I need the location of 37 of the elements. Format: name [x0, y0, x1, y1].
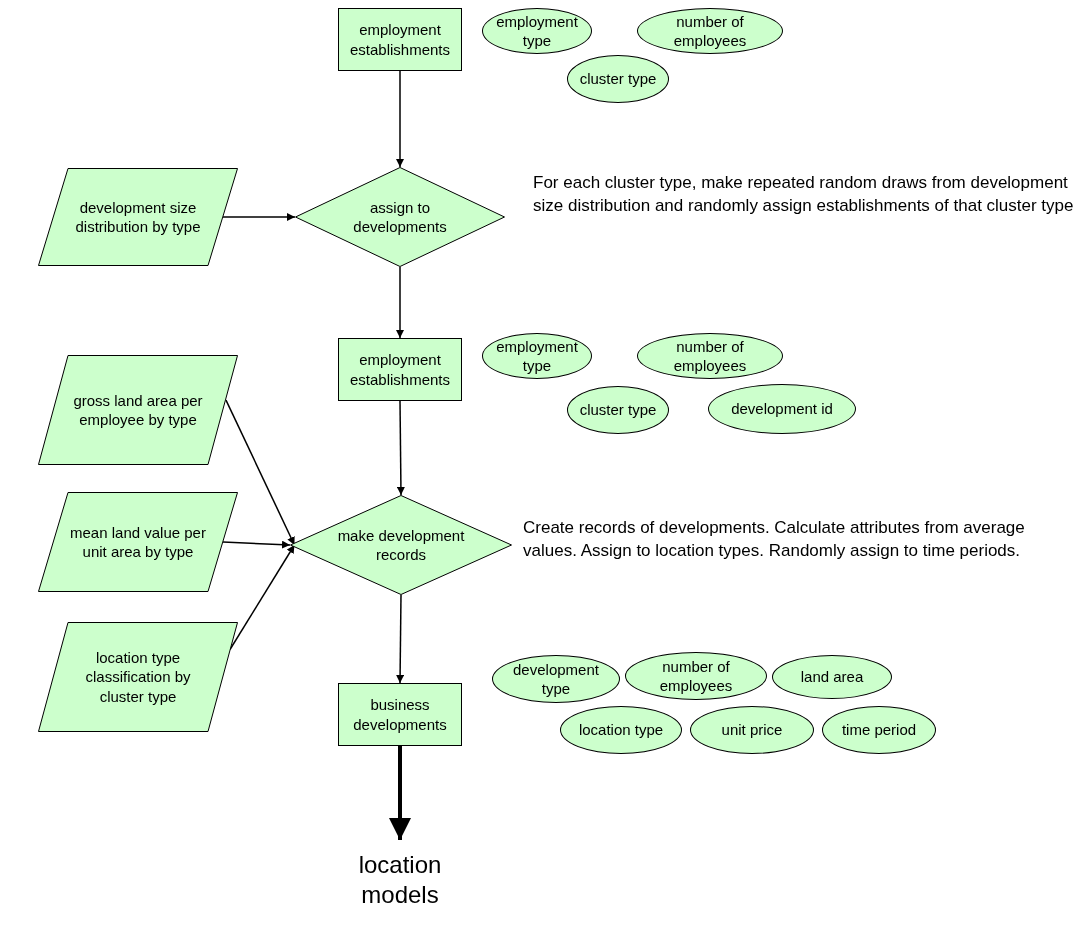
node-label: number of employees [672, 336, 748, 376]
output-label: location models [357, 850, 443, 910]
process-box [338, 683, 462, 746]
arrow [396, 266, 404, 339]
arrow [222, 540, 291, 549]
node-label: employment establishments [348, 350, 451, 389]
node-label: development id [731, 399, 833, 419]
node-label: mean land value per unit area by type [69, 522, 207, 562]
node-label: gross land area per employee by type [72, 390, 204, 430]
annotation-text: For each cluster type, make repeated random draws from development size distribution and randomly assign establishments of that cluster type [533, 172, 1075, 217]
node-label: cluster type [579, 400, 657, 420]
node-label: time period [841, 720, 917, 740]
node-label: employment type [495, 336, 579, 376]
arrow [229, 544, 296, 651]
arrow [396, 594, 405, 684]
node-label: employment establishments [348, 20, 451, 59]
node-label: development type [512, 659, 600, 699]
node-label: number of employees [672, 11, 748, 51]
arrow [389, 746, 411, 840]
node-label: cluster type [579, 69, 657, 89]
node-label: business developments [352, 695, 448, 734]
node-label: development size distribution by type [74, 197, 202, 237]
arrow [222, 213, 296, 221]
arrow [396, 400, 405, 496]
node-label: location type [578, 720, 664, 740]
annotation-text: Create records of developments. Calculate attributes from average values. Assign to location types. Randomly assign to time periods. [523, 517, 1026, 562]
process-box [338, 8, 462, 71]
arrow [396, 70, 404, 168]
process-box [338, 338, 462, 401]
node-label: unit price [721, 720, 783, 740]
arrow [225, 399, 296, 546]
node-label: location type classification by cluster type [84, 647, 192, 707]
node-label: number of employees [658, 656, 734, 696]
node-label: employment type [495, 11, 579, 51]
node-label: land area [800, 667, 864, 687]
node-label: make development records [336, 525, 466, 565]
node-label: assign to developments [352, 197, 448, 237]
